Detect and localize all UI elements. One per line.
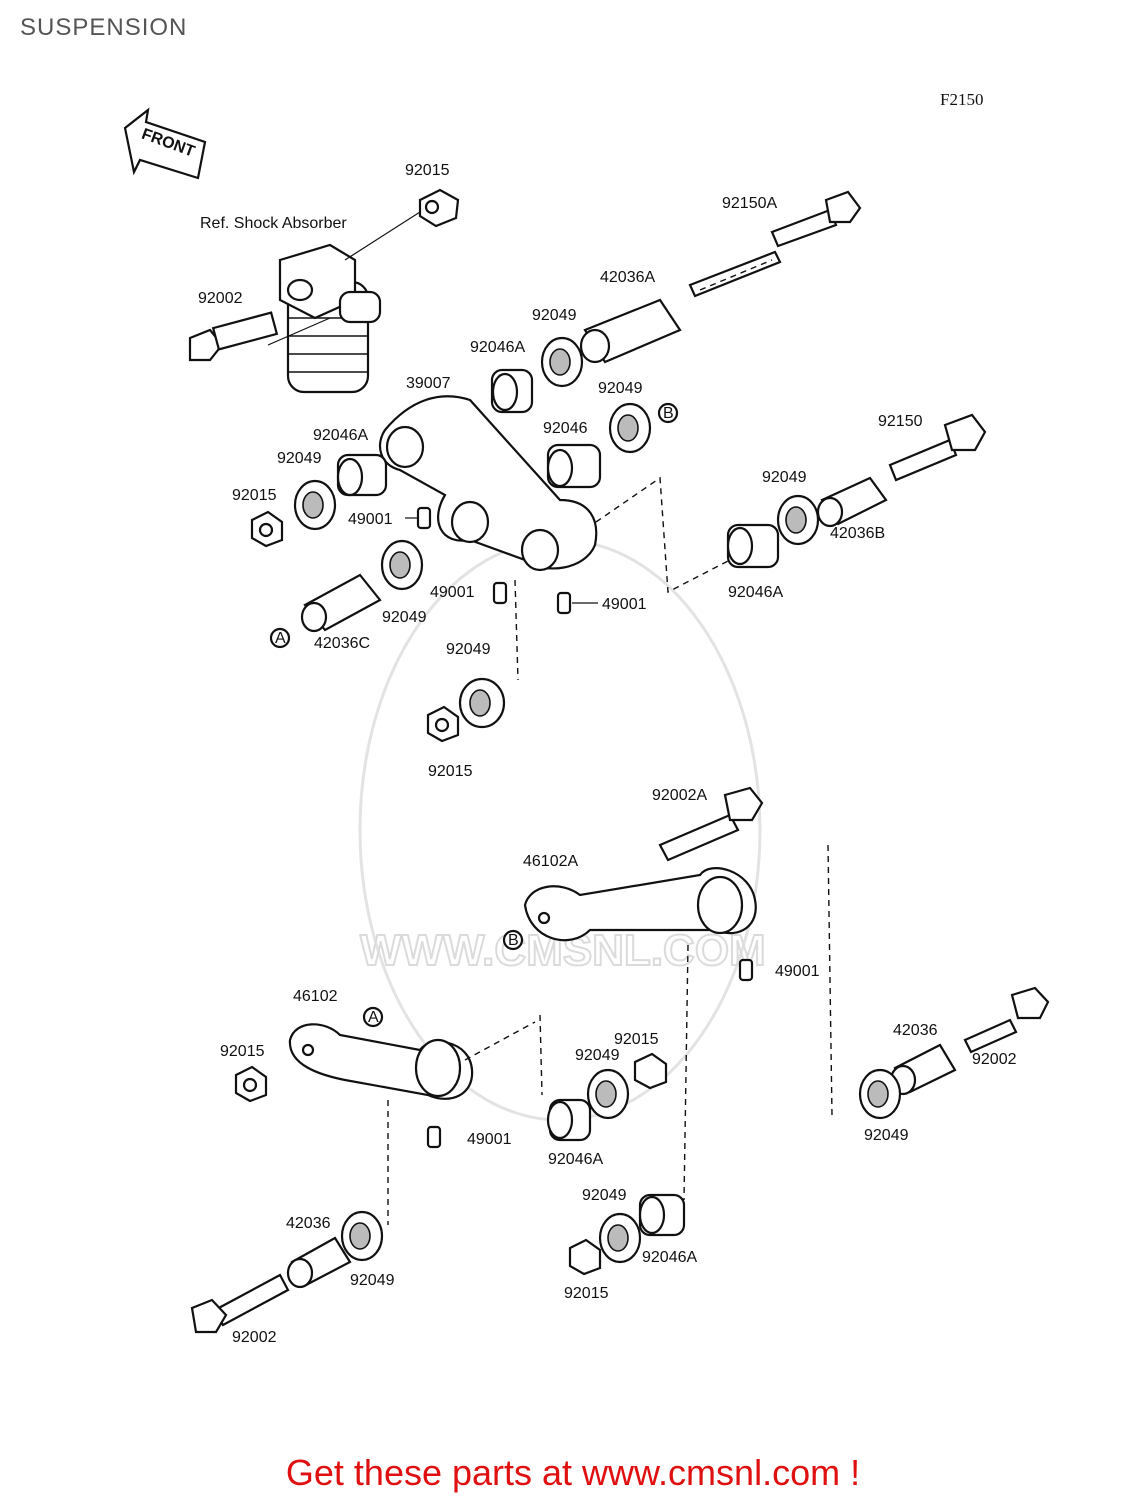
seal-92049-e <box>380 539 424 591</box>
label-42036-l: 42036 <box>286 1215 331 1232</box>
label-46102A: 46102A <box>523 853 578 870</box>
part-labels: 92015 Ref. Shock Absorber 92002 92150A 4… <box>198 162 1017 1346</box>
label-49001-b: 49001 <box>430 584 475 601</box>
label-92049-a: 92049 <box>532 307 577 324</box>
label-92015-e: 92015 <box>614 1031 659 1048</box>
bolt-92002-shock <box>188 311 331 362</box>
label-46102: 46102 <box>293 988 338 1005</box>
label-42036C: 42036C <box>314 635 370 652</box>
label-92015-c: 92015 <box>428 763 473 780</box>
bolt-92002-l <box>190 1273 290 1334</box>
ref-a-1-marker: A <box>269 627 291 649</box>
bolt-92150 <box>888 413 987 482</box>
label-92049-g: 92049 <box>864 1127 909 1144</box>
label-39007: 39007 <box>406 375 451 392</box>
link-46102: A <box>288 1006 474 1100</box>
label-92150A: 92150A <box>722 195 777 212</box>
figure-code: F2150 <box>940 90 984 109</box>
parts-diagram: WWW.CMSNL.COM FRONT <box>123 107 1050 1346</box>
nut-92015-b <box>250 510 284 548</box>
bearing-92046A-a <box>490 368 534 414</box>
seal-92049-i <box>598 1212 642 1264</box>
bearing-92046A-b <box>336 453 388 497</box>
collar-42036C <box>300 573 382 633</box>
seal-92049-g <box>858 1068 902 1120</box>
bearing-92046A-c <box>726 523 780 569</box>
collar-42036-r <box>889 1043 957 1096</box>
ref-a-2: A <box>368 1009 379 1026</box>
label-ref-shock: Ref. Shock Absorber <box>200 215 347 232</box>
page-title: SUSPENSION <box>20 14 188 41</box>
ref-a-1: A <box>275 630 286 647</box>
label-42036A: 42036A <box>600 269 655 286</box>
fitting-49001-c <box>556 591 598 615</box>
bolt-92150A <box>688 190 862 298</box>
label-92049-e: 92049 <box>382 609 427 626</box>
seal-92049-j <box>340 1210 384 1262</box>
label-92002A: 92002A <box>652 787 707 804</box>
label-49001-a: 49001 <box>348 511 393 528</box>
front-arrow: FRONT <box>123 107 207 180</box>
fitting-49001-a <box>405 506 432 530</box>
label-92015-top: 92015 <box>405 162 450 179</box>
fitting-49001-d <box>738 958 754 982</box>
ref-b-2: B <box>508 932 519 949</box>
bearing-92046A-d <box>546 1098 592 1142</box>
label-92046A-c: 92046A <box>728 584 783 601</box>
seal-92049-a <box>540 336 584 388</box>
link-39007 <box>378 395 598 572</box>
label-92049-i: 92049 <box>582 1187 627 1204</box>
bolt-92002A <box>658 786 764 862</box>
bearing-92046 <box>546 443 602 489</box>
seal-92049-f <box>458 677 506 729</box>
label-92049-f: 92049 <box>446 641 491 658</box>
label-92046A-e: 92046A <box>642 1249 697 1266</box>
label-49001-e: 49001 <box>467 1131 512 1148</box>
label-92015-b: 92015 <box>232 487 277 504</box>
seal-92049-c <box>293 479 337 531</box>
assembly-lines <box>387 476 833 1225</box>
link-46102A: B <box>502 867 757 951</box>
label-42036B: 42036B <box>830 525 885 542</box>
label-42036-r: 42036 <box>893 1022 938 1039</box>
nut-92015-c <box>426 705 460 743</box>
fitting-49001-b <box>492 581 508 605</box>
label-92046A-b: 92046A <box>313 427 368 444</box>
promo-link[interactable]: Get these parts at www.cmsnl.com ! <box>285 1452 861 1493</box>
bearing-92046A-e <box>638 1193 686 1237</box>
collar-42036-l <box>286 1236 352 1289</box>
label-49001-d: 49001 <box>775 963 820 980</box>
label-92002-l: 92002 <box>232 1329 277 1346</box>
label-92002-r: 92002 <box>972 1051 1017 1068</box>
label-92150: 92150 <box>878 413 923 430</box>
label-92046A-d: 92046A <box>548 1151 603 1168</box>
nut-92015-f <box>568 1238 602 1276</box>
seal-92049-b: B <box>608 402 679 454</box>
label-92049-j: 92049 <box>350 1272 395 1289</box>
label-92049-b: 92049 <box>598 380 643 397</box>
ref-b-1: B <box>663 405 674 422</box>
seal-92049-h <box>586 1068 630 1120</box>
bolt-92002-r <box>963 986 1050 1054</box>
collar-42036B <box>816 476 888 528</box>
fitting-49001-e <box>426 1125 442 1149</box>
label-92046A-a: 92046A <box>470 339 525 356</box>
label-92049-c: 92049 <box>277 450 322 467</box>
label-49001-c: 49001 <box>602 596 647 613</box>
label-92049-h: 92049 <box>575 1047 620 1064</box>
shock-absorber-ref <box>278 243 382 394</box>
label-92002-shock: 92002 <box>198 290 243 307</box>
nut-92015-top <box>344 188 460 261</box>
nut-92015-e <box>633 1052 668 1090</box>
label-92015-f: 92015 <box>564 1285 609 1302</box>
collar-42036A <box>579 298 682 364</box>
label-92049-d: 92049 <box>762 469 807 486</box>
label-92046: 92046 <box>543 420 588 437</box>
label-92015-d: 92015 <box>220 1043 265 1060</box>
nut-92015-d <box>234 1065 268 1103</box>
seal-92049-d <box>776 494 820 546</box>
